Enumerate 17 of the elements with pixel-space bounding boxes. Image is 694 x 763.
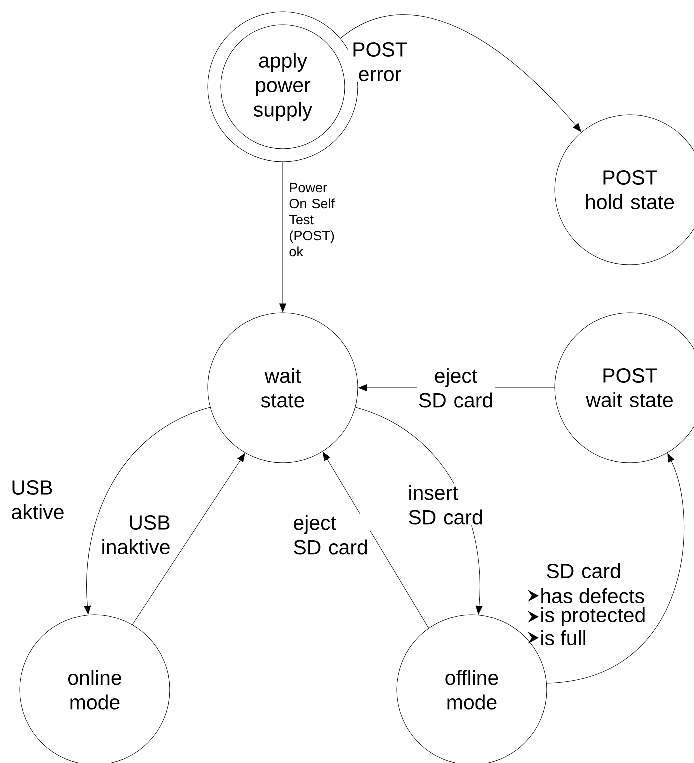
list-item: has defects [542, 588, 644, 604]
arrow [340, 14, 582, 132]
arrow [280, 162, 286, 312]
arrow [546, 454, 684, 684]
edge-label: eject SD card [292, 514, 370, 556]
edge-label: USB aktive [10, 480, 74, 520]
edge-label: POST error [348, 41, 412, 82]
edge-label: USB inaktive [98, 514, 172, 556]
edge-label: insert SD card [407, 484, 486, 526]
edge-label: eject SD card [417, 367, 495, 409]
edge-label: SD card [545, 562, 628, 580]
arrow [322, 452, 430, 629]
arrow [84, 407, 211, 615]
list-item: is protected [542, 607, 645, 627]
edge-label: Power On Self Test (POST) ok [288, 182, 338, 258]
arrow [132, 454, 246, 626]
list-item: is full [542, 630, 586, 646]
